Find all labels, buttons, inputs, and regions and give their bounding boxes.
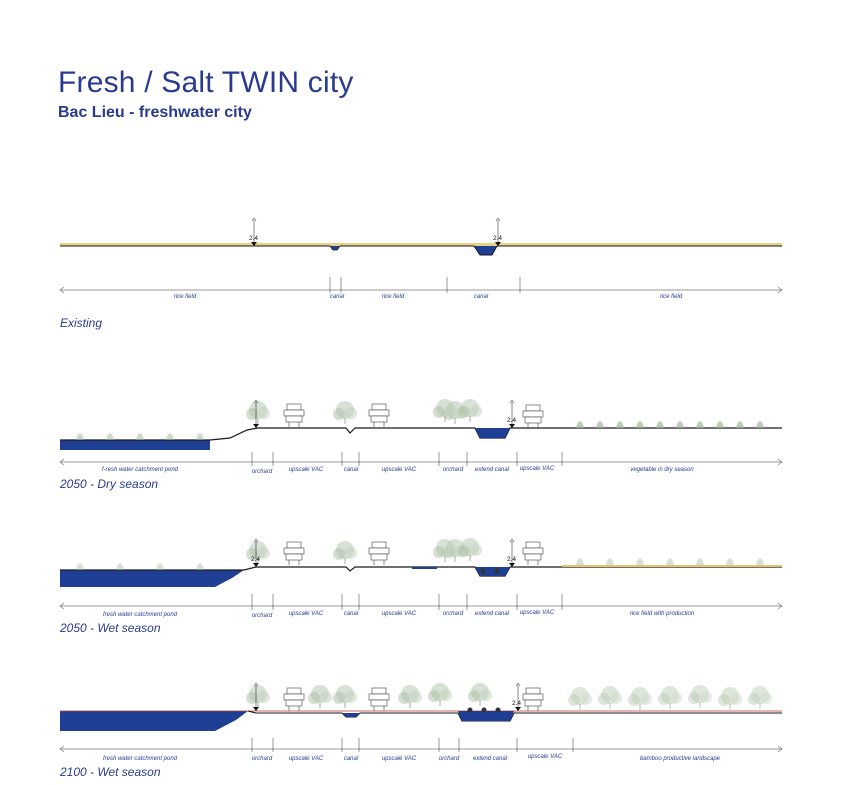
- label-dry-7: extend canal: [475, 467, 510, 473]
- label-wet2100-8: upscale VAC: [528, 754, 563, 760]
- label-wet50-6: orchard: [443, 611, 464, 617]
- section-2050-wet: 2.4 2.4 fresh water catchment pond orcha…: [59, 537, 783, 619]
- label-wet2100-1: fresh water catchment pond: [103, 756, 178, 762]
- label-existing-3: rice field: [382, 294, 405, 300]
- label-dry-1: f-resh water catchment pond: [102, 467, 179, 473]
- label-wet2100-5: upscale VAC: [382, 756, 417, 762]
- label-wet50-3: upscale VAC: [289, 611, 324, 617]
- scenario-title-existing: Existing: [60, 316, 103, 330]
- scenario-title-2050-wet: 2050 - Wet season: [60, 621, 161, 635]
- scenario-title-2050-dry: 2050 - Dry season: [60, 477, 159, 491]
- section-2050-dry: 2.4 f-resh water catchment pond orchard …: [59, 398, 783, 475]
- level-marker-1: 2.4: [249, 235, 258, 242]
- label-wet50-9: rice field with production: [630, 611, 695, 617]
- level-marker-wet-2: 2.4: [507, 556, 516, 563]
- label-wet2100-4: canal: [344, 756, 359, 762]
- label-wet50-1: fresh water catchment pond: [103, 612, 178, 618]
- label-wet50-7: extend canal: [475, 611, 510, 617]
- label-dry-6: orchard: [443, 467, 464, 473]
- level-marker-2100: 2.4: [512, 700, 521, 707]
- section-existing: 2.4 2.4 rice field canal rice field cana…: [59, 217, 783, 300]
- label-wet50-4: canal: [344, 611, 359, 617]
- label-wet50-8: upscale VAC: [520, 610, 555, 616]
- label-wet2100-6: orchard: [439, 756, 460, 762]
- section-2100-wet: 2.4 fresh water catchment pond orchard u…: [59, 682, 783, 762]
- label-wet2100-7: extend canal: [473, 756, 508, 762]
- label-existing-2: canal: [330, 294, 345, 300]
- label-dry-3: upscale VAC: [289, 467, 324, 473]
- label-wet50-5: upscale VAC: [382, 611, 417, 617]
- label-existing-1: rice field: [174, 294, 197, 300]
- level-marker-dry: 2.4: [507, 417, 516, 424]
- page-subtitle: Bac Lieu - freshwater city: [58, 104, 252, 121]
- label-existing-4: canal: [474, 294, 489, 300]
- label-dry-8: upscale VAC: [520, 466, 555, 472]
- label-wet50-2: orchard: [252, 613, 273, 619]
- scenario-title-2100-wet: 2100 - Wet season: [60, 765, 161, 779]
- level-marker-wet-1: 2.4: [251, 556, 260, 563]
- label-existing-5: rice field: [660, 294, 683, 300]
- level-marker-2: 2.4: [493, 235, 502, 242]
- label-wet2100-3: upscale VAC: [289, 756, 324, 762]
- label-dry-4: canal: [344, 467, 359, 473]
- label-wet2100-2: orchard: [252, 756, 273, 762]
- label-wet2100-9: bamboo productive landscape: [640, 756, 721, 762]
- page-title: Fresh / Salt TWIN city: [58, 66, 354, 99]
- label-dry-5: upscale VAC: [382, 467, 417, 473]
- label-dry-9: vegetable in dry season: [630, 467, 694, 473]
- label-dry-2: orchard: [252, 469, 273, 475]
